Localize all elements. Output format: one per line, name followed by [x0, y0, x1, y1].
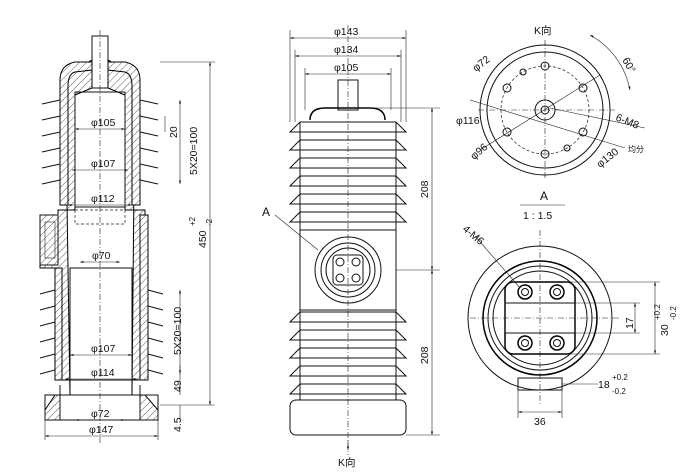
dim-208-upper: 208	[419, 180, 431, 198]
dim-d130: φ130	[594, 146, 621, 171]
detail-a-scale: 1 : 1.5	[523, 210, 552, 222]
detail-a-circle-mid	[320, 242, 376, 298]
front-sheds-lower	[288, 311, 408, 395]
insulator-lower-shell-right	[139, 214, 149, 381]
dim-20: 20	[168, 126, 180, 138]
k-d96-line	[479, 74, 601, 151]
dim-30-tol-down: -0.2	[669, 306, 678, 320]
k-view-title: K向	[534, 24, 552, 37]
dim-5x20-lower: 5X20=100	[172, 307, 184, 355]
k-direction-label: K向	[338, 456, 356, 469]
side-connector	[39, 214, 59, 266]
left-section-view: φ105 φ107 φ112 φ70 φ107 φ114 φ72 φ147 20…	[39, 30, 215, 445]
dim-18: 18	[598, 379, 610, 391]
dim-5x20-upper: 5X20=100	[188, 127, 200, 175]
dim-d107-upper: φ107	[91, 158, 115, 170]
front-base	[289, 399, 407, 436]
detail-a-square	[332, 254, 364, 286]
detail-a-slot	[504, 302, 576, 334]
front-sheds-upper	[288, 121, 408, 223]
detail-a-leader	[274, 214, 319, 251]
dim-450: 450	[197, 230, 209, 248]
k-outer-circle	[479, 44, 611, 176]
k-d116-line	[469, 99, 626, 149]
dim-d107-lower: φ107	[91, 343, 115, 355]
dim-angle-60: 60°	[619, 56, 637, 76]
front-view: A φ143 φ134 φ105 208	[262, 25, 440, 469]
k-angle-arc	[589, 34, 631, 91]
sheds-left-upper	[41, 99, 61, 185]
k-ring-2	[486, 51, 604, 169]
k-center-circle	[534, 99, 556, 121]
sheds-right-lower	[147, 289, 164, 375]
bolt-a2	[351, 257, 361, 267]
front-dim-lines	[289, 30, 440, 450]
front-top-cap	[309, 107, 386, 121]
dim-d72-k: φ72	[470, 53, 492, 74]
detail-a-circle-inner	[325, 247, 371, 293]
k-thread-leader	[549, 107, 646, 129]
detail-a-ring-2	[487, 265, 593, 371]
insulator-outer-shell-right	[107, 61, 141, 206]
dim-d112: φ112	[91, 193, 115, 205]
dim-30-tol-up: +0.2	[653, 304, 662, 320]
dim-208-lower: 208	[419, 346, 431, 364]
dim-d134: φ134	[334, 44, 358, 56]
dim-450-tol-up: +2	[188, 216, 197, 226]
detail-a-ring-3	[492, 270, 588, 366]
insulator-lower-shell-left	[54, 267, 63, 381]
dim-18-tol-down: -0.2	[612, 387, 626, 396]
dim-17: 17	[624, 317, 636, 329]
sheds-right-upper	[139, 99, 159, 185]
dim-d105-front: φ105	[334, 62, 358, 74]
insert	[74, 209, 126, 225]
k-center-hole	[540, 105, 550, 115]
dim-d70: φ70	[92, 250, 111, 262]
detail-a-dim-lines	[517, 281, 660, 418]
inner-cavity-upper	[74, 91, 126, 208]
dim-36: 36	[534, 416, 546, 428]
k-view: K向 φ72 φ116 φ96 φ130 60° 6-M8 均分	[456, 24, 646, 180]
dim-d96: φ96	[468, 141, 490, 162]
detail-a-title: A	[540, 189, 548, 203]
bolt-a1	[335, 257, 345, 267]
dim-d114: φ114	[91, 367, 115, 379]
dim-18-tol-up: +0.2	[612, 373, 628, 382]
dim-lines-left	[44, 127, 159, 440]
detail-a-thread-leader	[474, 235, 521, 289]
side-connector-inner	[44, 221, 56, 259]
detail-a-circle-outer	[314, 236, 382, 304]
dim-d143: φ143	[334, 26, 358, 38]
dim-6-m8: 6-M8	[614, 112, 641, 132]
dim-49: 49	[172, 380, 184, 392]
detail-a-bolts	[517, 284, 565, 351]
dim-equal-spacing: 均分	[628, 144, 644, 154]
detail-a-label: A	[262, 205, 270, 219]
dim-d116: φ116	[456, 115, 480, 127]
dim-4-5: 4.5	[172, 417, 184, 432]
front-top-terminal	[337, 79, 359, 111]
dim-30: 30	[659, 324, 671, 336]
inner-cavity-lower	[69, 267, 133, 381]
k-bolt-holes	[502, 61, 588, 159]
k-bolt-circle	[500, 65, 590, 155]
detail-a-view: A 1 : 1.5 4-M6 17	[460, 189, 678, 428]
dim-450-tol-down: -2	[205, 218, 214, 226]
bolt-a3	[335, 273, 345, 283]
dim-d72: φ72	[91, 408, 110, 420]
detail-a-ring-1	[482, 260, 598, 376]
bolt-a4	[351, 273, 361, 283]
dim-vertical-left-view	[160, 61, 215, 420]
sheds-left-lower	[39, 289, 56, 375]
dim-d105: φ105	[91, 117, 115, 129]
insulator-outer-shell	[59, 61, 93, 206]
dim-d147: φ147	[89, 424, 113, 436]
